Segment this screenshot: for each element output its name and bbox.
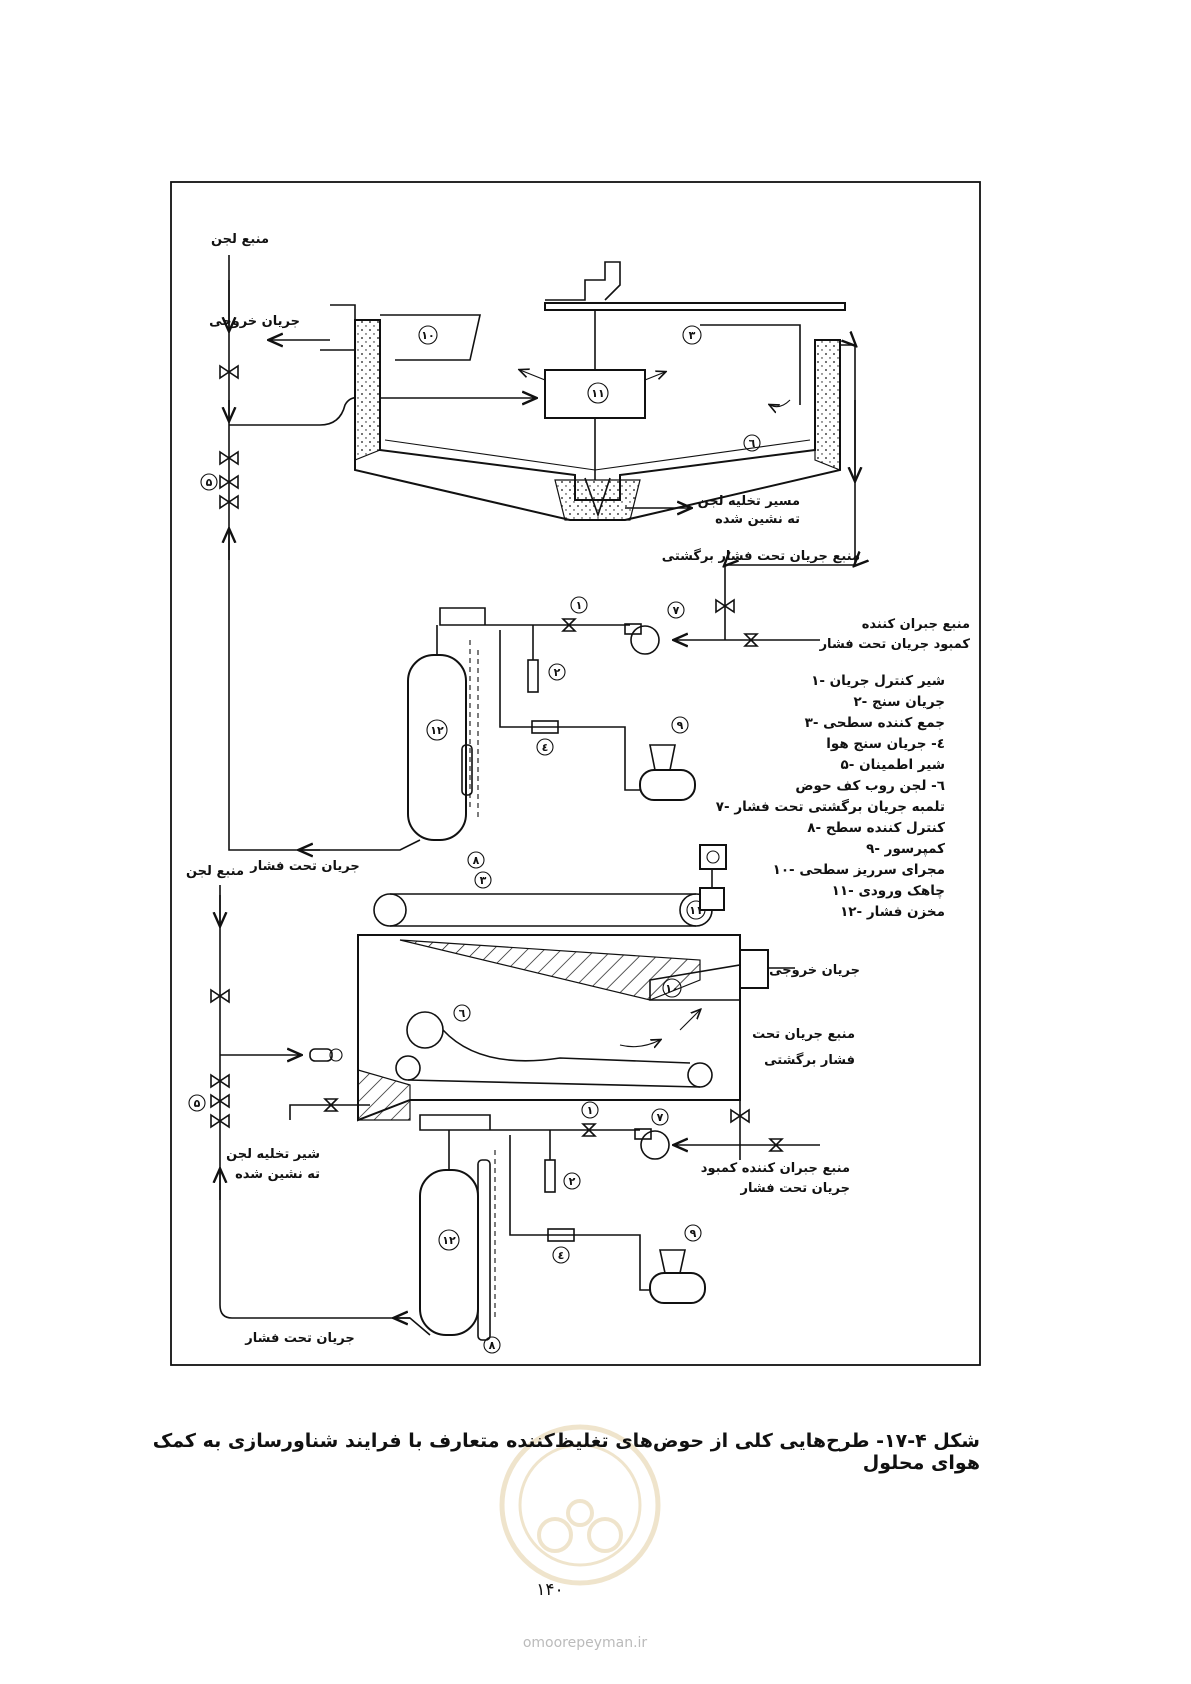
d1-drain-label-1: مسیر تخلیه لجن [698, 494, 800, 509]
label-2: ۲ [554, 666, 561, 679]
diagram-1: ۵ ۱۰ جریان خروجی منبع لجن ۱۱ ۳ [200, 232, 971, 874]
figure-frame [170, 181, 981, 1366]
legend-item-2: ۲- جریان سنج [853, 694, 945, 710]
watermark-site: omoorepeyman.ir [522, 1635, 648, 1651]
label-4: ٤ [542, 741, 549, 754]
label-4-b: ٤ [558, 1249, 565, 1262]
legend-item-1: ۱- شیر کنترل جریان [811, 673, 945, 689]
label-8-b: ۸ [489, 1339, 496, 1352]
label-3-b: ۳ [480, 874, 487, 887]
d2-return-source-label-1: منبع جریان تحت [752, 1027, 855, 1042]
d2-drain-valve-label-1: شیر تخلیه لجن [226, 1147, 320, 1162]
page-number: ۱۴۰ [536, 1580, 564, 1600]
label-10-b: ۱۰ [665, 982, 678, 995]
pressure-tank-12-b [419, 1169, 479, 1336]
d2-pressurized-flow-label: جریان تحت فشار [244, 1331, 354, 1346]
legend-item-9: ۹- کمپرسور [866, 841, 945, 857]
legend-item-7: ۷- تلمبه جریان برگشتی تحت فشار [716, 798, 945, 815]
legend-item-10: ۱۰- مجرای سرریز سطحی [773, 862, 945, 878]
legend-item-12: ۱۲- مخزن فشار [840, 904, 945, 920]
label-9-b: ۹ [690, 1227, 697, 1240]
label-8: ۸ [473, 854, 480, 867]
label-5: ۵ [206, 476, 213, 489]
legend-item-8: ۸- کنترل کننده سطح [807, 820, 945, 836]
label-7-b: ۷ [657, 1111, 664, 1124]
pressure-tank-12 [407, 654, 467, 841]
label-1: ۱ [576, 599, 583, 612]
d2-return-source-label-2: فشار برگشتی [764, 1052, 855, 1068]
d1-return-source-label: منبع جریان تحت فشار برگشتی [662, 548, 860, 564]
label-9: ۹ [677, 719, 684, 732]
pump-7-b [640, 1130, 670, 1160]
label-10: ۱۰ [421, 329, 434, 342]
d1-sludge-source-label: منبع لجن [211, 232, 269, 247]
relief-valve-pair [219, 450, 239, 510]
label-5-b: ۵ [194, 1097, 201, 1110]
label-11: ۱۱ [591, 387, 604, 400]
d2-outflow-label: جریان خروجی [769, 963, 860, 978]
legend-item-3: ۳- جمع کننده سطحی [805, 715, 945, 731]
label-12-b: ۱۲ [442, 1234, 456, 1247]
d1-pressurized-flow-label: جریان تحت فشار [249, 859, 359, 874]
compressor-9 [639, 769, 696, 801]
diagram-2: منبع لجن ۵ ۱۱ ۳ ۱ [186, 844, 860, 1354]
legend: ۱- شیر کنترل جریان ۲- جریان سنج ۳- جمع ک… [716, 673, 945, 920]
legend-item-4: ٤- جریان سنج هوا [826, 736, 945, 752]
d1-makeup-label-1: منبع جبران کننده [862, 617, 970, 632]
label-6-b: ٦ [459, 1007, 466, 1020]
label-2-b: ۲ [569, 1175, 576, 1188]
legend-item-5: ۵- شیر اطمینان [841, 757, 945, 773]
label-6: ٦ [749, 437, 756, 450]
figure-caption: شکل ۴-۱۷- طرح‌هایی کلی از حوض‌های تغلیظ‌… [152, 1430, 980, 1474]
d2-sludge-source-label: منبع لجن [186, 864, 244, 879]
d1-makeup-label-2: کمبود جریان تحت فشار [819, 637, 971, 652]
watermark-logo [499, 1424, 661, 1586]
label-1-b: ۱ [587, 1104, 594, 1117]
label-5-circle [200, 473, 218, 491]
label-3: ۳ [689, 329, 696, 342]
d1-outflow-label: جریان خروجی [209, 314, 300, 329]
compressor-9-b [649, 1272, 706, 1304]
legend-item-6: ٦- لجن روب کف حوض [795, 778, 945, 794]
legend-item-11: ۱۱- چاهک ورودی [832, 883, 945, 899]
inlet-valve [219, 364, 239, 380]
d1-drain-label-2: ته نشین شده [715, 512, 800, 527]
pump-7 [630, 625, 660, 655]
d2-makeup-label-1: منبع جبران کننده کمبود [701, 1161, 850, 1176]
label-12: ۱۲ [430, 724, 444, 737]
d2-makeup-label-2: جریان تحت فشار [740, 1181, 850, 1196]
d2-drain-valve-label-2: ته نشین شده [235, 1167, 320, 1182]
label-7: ۷ [673, 604, 680, 617]
